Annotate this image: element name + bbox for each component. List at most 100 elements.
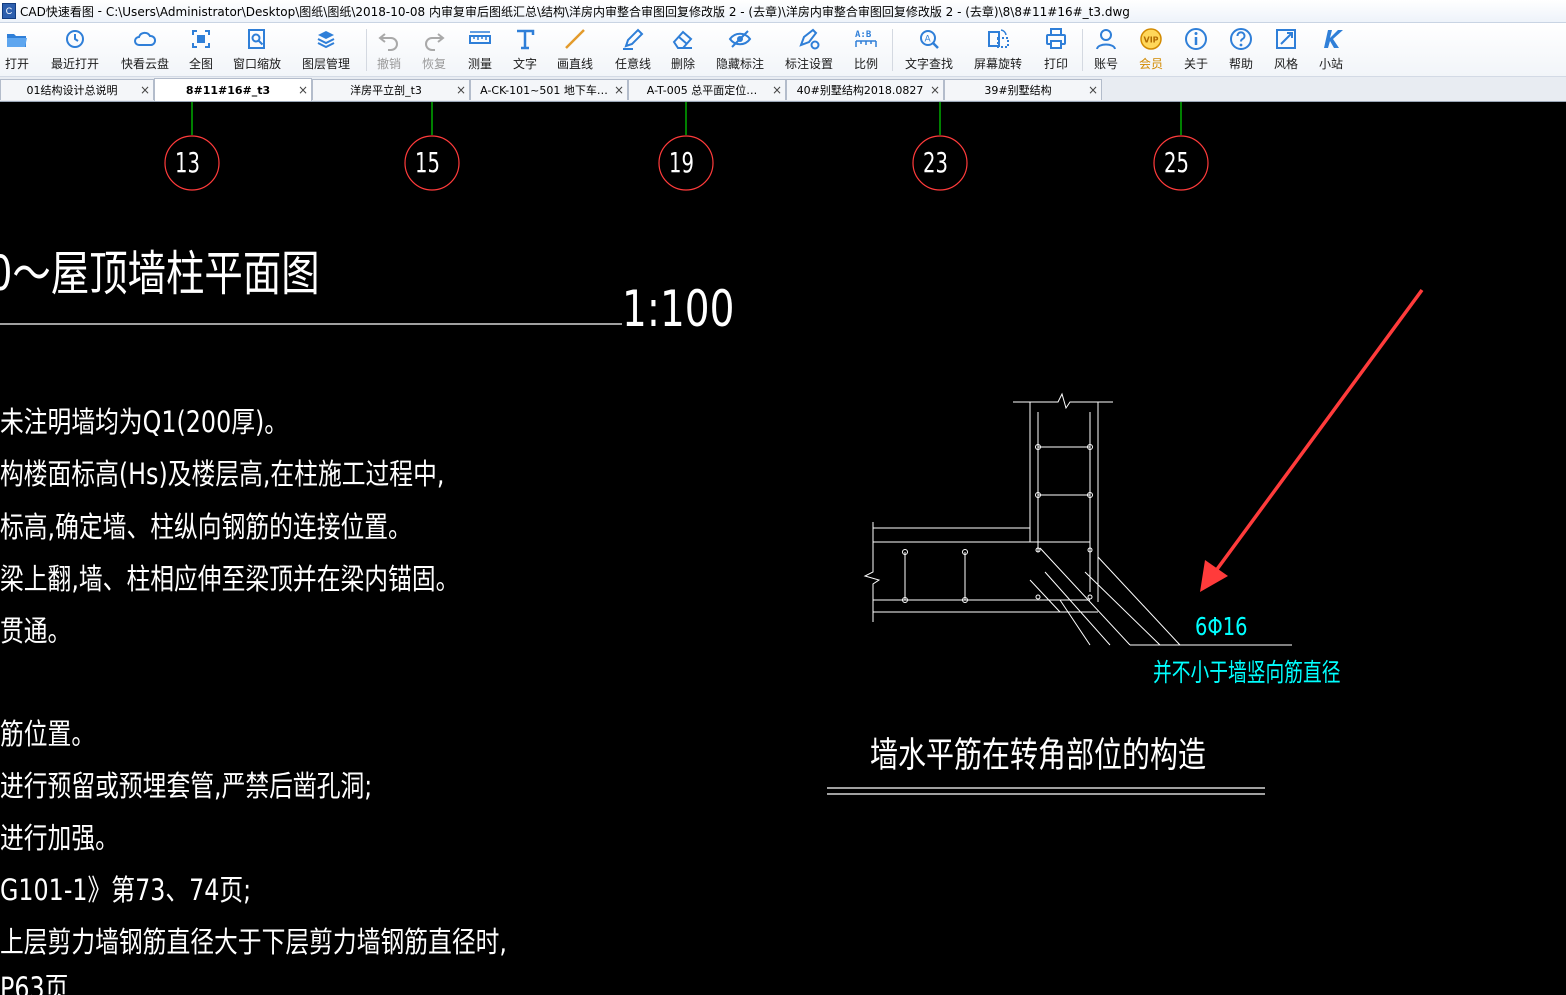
- svg-text:A: A: [925, 35, 932, 45]
- note-line: 未注明墙均为Q1(200厚)。: [0, 405, 289, 439]
- file-path: C:\Users\Administrator\Desktop\图纸\图纸\201…: [105, 4, 1130, 19]
- text-icon: [512, 26, 538, 52]
- full-view-button[interactable]: 全图: [186, 23, 216, 76]
- draw-line-button[interactable]: 画直线: [554, 23, 596, 76]
- redo-icon: [421, 26, 447, 52]
- layers-icon: [313, 26, 339, 52]
- info-icon: [1183, 26, 1209, 52]
- drawing-geometry: [0, 102, 1424, 795]
- axis-circle: [912, 135, 968, 191]
- scale-button[interactable]: A:B 比例: [851, 23, 881, 76]
- red-arrow: [1200, 288, 1424, 592]
- eraser-icon: [670, 26, 696, 52]
- annotation-gear-icon: [796, 26, 822, 52]
- close-icon[interactable]: ×: [455, 83, 467, 97]
- svg-text:A:B: A:B: [855, 30, 872, 40]
- note-line: 上层剪力墙钢筋直径大于下层剪力墙钢筋直径时,: [0, 925, 507, 959]
- recent-open-button[interactable]: 最近打开: [48, 23, 102, 76]
- cloud-drive-button[interactable]: 快看云盘: [118, 23, 172, 76]
- line-icon: [562, 26, 588, 52]
- vip-icon: VIP: [1138, 26, 1164, 52]
- measure-button[interactable]: 测量: [465, 23, 495, 76]
- about-button[interactable]: 关于: [1181, 23, 1211, 76]
- freehand-line-button[interactable]: 任意线: [612, 23, 654, 76]
- axis-label: 25: [1164, 146, 1189, 179]
- close-icon[interactable]: ×: [139, 83, 151, 97]
- note-line: 构楼面标高(Hs)及楼层高,在柱施工过程中,: [0, 457, 445, 491]
- note-line: 筋位置。: [0, 717, 96, 751]
- axis-label: 23: [923, 146, 948, 179]
- close-icon[interactable]: ×: [297, 83, 309, 97]
- rotate-screen-icon: [985, 26, 1011, 52]
- axis-circle: [658, 135, 714, 191]
- folder-icon: [4, 26, 30, 52]
- print-button[interactable]: 打印: [1041, 23, 1071, 76]
- main-toolbar: 打开 最近打开 快看云盘 全图 窗口缩放: [0, 23, 1566, 77]
- toolbar-divider: [1082, 29, 1083, 71]
- drawing-canvas[interactable]: 13 15 19 23 25 0～屋顶墙柱平面图 1:100 未注明墙均为Q1(…: [0, 102, 1566, 995]
- tab-40-villa-structure[interactable]: 40#别墅结构2018.0827 ×: [786, 79, 944, 100]
- note-line: 梁上翻,墙、柱相应伸至梁顶并在梁内锚固。: [0, 562, 460, 596]
- axis-label: 13: [175, 146, 200, 179]
- tab-a-ck-101[interactable]: A-CK-101~501 地下车… ×: [470, 79, 628, 100]
- annotation-settings-button[interactable]: 标注设置: [782, 23, 836, 76]
- app-name: CAD快速看图: [20, 4, 94, 19]
- note-line: 贯通。: [0, 614, 72, 648]
- open-button[interactable]: 打开: [2, 23, 32, 76]
- window-zoom-icon: [244, 26, 270, 52]
- axis-circle: [164, 135, 220, 191]
- rebar-note-label: 并不小于墙竖向筋直径: [1153, 658, 1341, 687]
- note-line: 标高,确定墙、柱纵向钢筋的连接位置。: [0, 510, 412, 544]
- account-button[interactable]: 账号: [1091, 23, 1121, 76]
- detail-title: 墙水平筋在转角部位的构造: [870, 736, 1207, 776]
- close-icon[interactable]: ×: [1087, 83, 1099, 97]
- style-icon: [1273, 26, 1299, 52]
- note-line: 进行预留或预埋套管,严禁后凿孔洞;: [0, 769, 373, 803]
- vip-member-button[interactable]: VIP 会员: [1136, 23, 1166, 76]
- title-separator: -: [93, 4, 106, 18]
- ruler-icon: [467, 26, 493, 52]
- tab-house-plan-t3[interactable]: 洋房平立剖_t3 ×: [312, 79, 470, 100]
- window-zoom-button[interactable]: 窗口缩放: [230, 23, 284, 76]
- tab-01-structure-notes[interactable]: 01结构设计总说明 ×: [0, 79, 154, 100]
- tab-a-t-005[interactable]: A-T-005 总平面定位… ×: [628, 79, 786, 100]
- hide-annotation-button[interactable]: 隐藏标注: [713, 23, 767, 76]
- close-icon[interactable]: ×: [929, 83, 941, 97]
- close-icon[interactable]: ×: [613, 83, 625, 97]
- text-tool-button[interactable]: 文字: [510, 23, 540, 76]
- delete-button[interactable]: 删除: [668, 23, 698, 76]
- layer-manager-button[interactable]: 图层管理: [299, 23, 353, 76]
- tab-39-villa-structure[interactable]: 39#别墅结构 ×: [944, 79, 1102, 100]
- axis-bubbles: [164, 102, 1209, 191]
- close-icon[interactable]: ×: [771, 83, 783, 97]
- site-button[interactable]: 小站: [1316, 23, 1346, 76]
- rebar-spec-label: 6Φ16: [1195, 612, 1248, 641]
- user-icon: [1093, 26, 1119, 52]
- undo-icon: [376, 26, 402, 52]
- tab-8-11-16-t3[interactable]: 8#11#16#_t3 ×: [154, 78, 312, 101]
- text-search-button[interactable]: A 文字查找: [902, 23, 956, 76]
- style-button[interactable]: 风格: [1271, 23, 1301, 76]
- help-button[interactable]: 帮助: [1226, 23, 1256, 76]
- cloud-icon: [132, 26, 158, 52]
- drawing-title: 0～屋顶墙柱平面图: [0, 246, 320, 302]
- redo-button[interactable]: 恢复: [419, 23, 449, 76]
- wall-corner-detail: [863, 392, 1292, 646]
- document-tab-bar: 01结构设计总说明 × 8#11#16#_t3 × 洋房平立剖_t3 × A-C…: [0, 77, 1566, 102]
- text-search-icon: A: [916, 26, 942, 52]
- undo-button[interactable]: 撤销: [374, 23, 404, 76]
- printer-icon: [1043, 26, 1069, 52]
- eye-hidden-icon: [727, 26, 753, 52]
- pen-icon: [620, 26, 646, 52]
- note-line: P63页: [0, 971, 69, 995]
- site-k-icon: [1318, 26, 1344, 52]
- drawing-scale: 1:100: [622, 280, 735, 338]
- note-line: G101-1》第73、74页;: [0, 873, 252, 907]
- axis-circle: [1153, 135, 1209, 191]
- rotate-screen-button[interactable]: 屏幕旋转: [971, 23, 1025, 76]
- toolbar-divider: [892, 29, 893, 71]
- note-line: 进行加强。: [0, 821, 119, 855]
- axis-label: 15: [415, 146, 440, 179]
- scale-ab-icon: A:B: [853, 26, 879, 52]
